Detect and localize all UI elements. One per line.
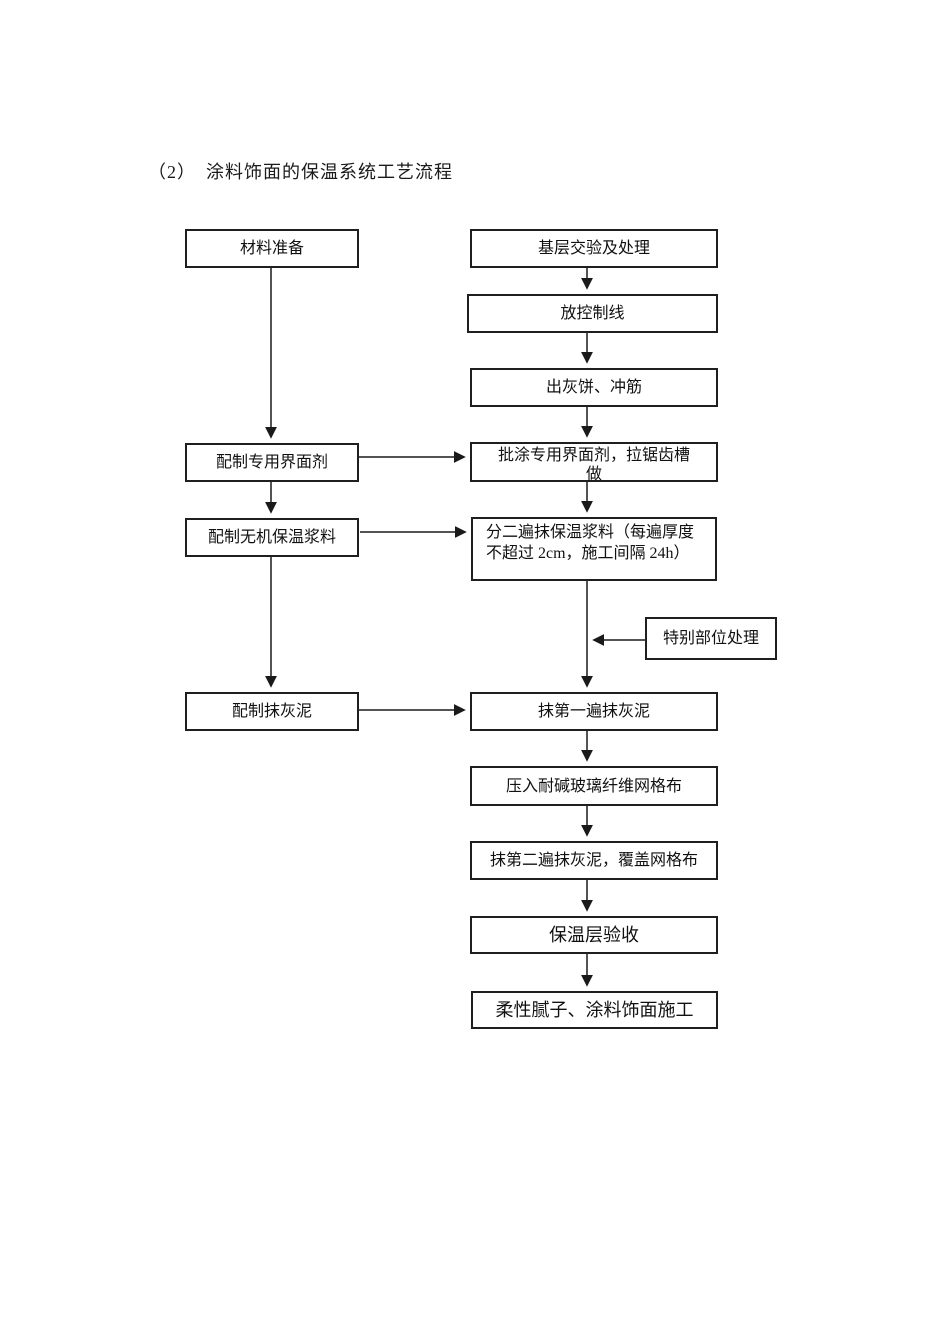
flow-box-press-in-glass-fiber-mesh: 压入耐碱玻璃纤维网格布	[470, 766, 718, 806]
flow-box-first-plaster-coat: 抹第一遍抹灰泥	[470, 692, 718, 731]
flow-box-apply-interface-agent-line2: 做	[585, 466, 602, 483]
flow-box-material-preparation: 材料准备	[185, 229, 359, 268]
flow-box-prepare-plaster-mortar: 配制抹灰泥	[185, 692, 359, 731]
flow-box-set-control-lines: 放控制线	[467, 294, 718, 333]
flow-box-second-plaster-coat-cover-mesh: 抹第二遍抹灰泥，覆盖网格布	[470, 841, 718, 880]
flow-box-special-parts-treatment: 特别部位处理	[645, 617, 777, 660]
page-title: （2） 涂料饰面的保温系统工艺流程	[148, 162, 453, 182]
flow-box-prepare-inorganic-insulation-slurry: 配制无机保温浆料	[185, 518, 359, 557]
flow-box-apply-insulation-slurry-line1: 分二遍抹保温浆料（每遍厚度	[486, 524, 695, 541]
flow-box-mortar-pads-screed-strips: 出灰饼、冲筋	[470, 368, 718, 407]
flow-box-prepare-interface-agent: 配制专用界面剂	[185, 443, 359, 482]
flow-box-base-layer-inspection: 基层交验及处理	[470, 229, 718, 268]
flow-box-apply-interface-agent: 批涂专用界面剂，拉锯齿槽 做	[470, 442, 718, 483]
flow-box-apply-insulation-slurry-line2: 不超过 2cm，施工间隔 24h）	[486, 545, 690, 562]
flow-box-flexible-putty-coating-finish: 柔性腻子、涂料饰面施工	[471, 991, 718, 1029]
flow-box-apply-interface-agent-line1: 批涂专用界面剂，拉锯齿槽	[497, 447, 690, 464]
flow-box-apply-insulation-slurry-two-passes: 分二遍抹保温浆料（每遍厚度 不超过 2cm，施工间隔 24h）	[471, 517, 717, 581]
flow-box-insulation-layer-acceptance: 保温层验收	[470, 916, 718, 954]
